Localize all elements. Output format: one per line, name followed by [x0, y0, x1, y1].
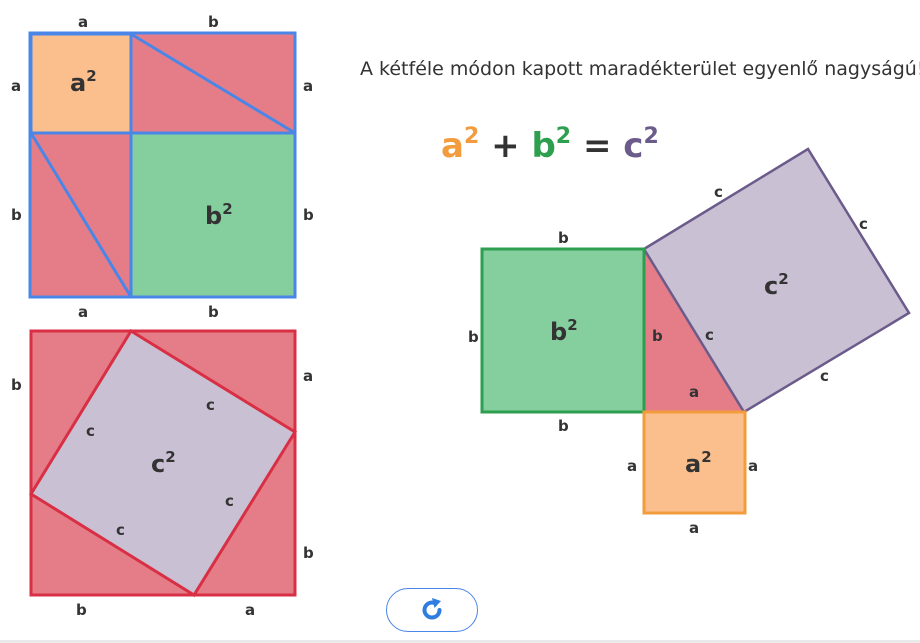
left-edge-label-b: b — [11, 206, 22, 224]
bottom-bottom-edge-label-b: b — [76, 601, 87, 619]
formula-b-term: b2 — [531, 124, 572, 166]
pythagorean-figure: c2 b2 a2 c c c c b a b b b a a a — [468, 147, 911, 537]
inner-edge-label-c-2: c — [86, 422, 95, 440]
top-square-frame — [28, 31, 297, 299]
figure-a-square — [642, 410, 747, 515]
top-edge-label-a: a — [78, 13, 88, 31]
figure-a-squared-label: a2 — [685, 448, 712, 478]
hypotenuse-label-c: c — [705, 326, 714, 344]
figure-b-square — [480, 247, 646, 414]
pythagorean-formula: a2 + b2 = c2 — [441, 124, 659, 166]
c-square-edge-label-2: c — [859, 215, 868, 233]
bottom-right-edge-label-a: a — [303, 367, 313, 385]
triangle-leg-label-a: a — [689, 383, 699, 401]
left-edge-label-a: a — [11, 77, 21, 95]
top-a-square — [29, 32, 133, 135]
formula-a-term: a2 — [441, 124, 480, 166]
triangle-leg-label-b: b — [652, 327, 663, 345]
top-b-square — [129, 131, 297, 299]
c-square-edge-label-3: c — [820, 367, 829, 385]
formula-equals: = — [582, 126, 612, 166]
top-diagonal-upper — [130, 32, 296, 135]
a-square-bottom-label: a — [689, 519, 699, 537]
bottom-c-squared-label: c2 — [151, 448, 176, 478]
inner-edge-label-c-3: c — [225, 492, 234, 510]
top-edge-label-b: b — [208, 13, 219, 31]
reset-button[interactable] — [386, 588, 478, 632]
formula-c-term: c2 — [623, 124, 659, 166]
c-square-edge-label-1: c — [714, 183, 723, 201]
bottom-square-frame — [29, 329, 297, 597]
refresh-icon — [422, 598, 442, 620]
a-square-right-label: a — [748, 457, 758, 475]
caption-text: A kétféle módon kapott maradékterület eg… — [360, 58, 920, 80]
b-square-bottom-label: b — [558, 417, 569, 435]
right-edge-label-a: a — [303, 77, 313, 95]
bottom-bottom-edge-label-a: a — [245, 601, 255, 619]
formula-plus: + — [491, 126, 520, 166]
bottom-left-square: c2 c c c c b a b b a — [11, 328, 314, 619]
top-b-squared-label: b2 — [205, 200, 233, 230]
bottom-edge-label-a: a — [78, 303, 88, 321]
figure-b-squared-label: b2 — [550, 316, 578, 346]
figure-c-square — [642, 147, 911, 414]
bottom-edge-label-b: b — [208, 303, 219, 321]
b-square-left-label: b — [468, 328, 479, 346]
bottom-left-edge-label-b: b — [11, 376, 22, 394]
b-square-top-label: b — [558, 229, 569, 247]
inner-edge-label-c-4: c — [116, 521, 125, 539]
bottom-right-edge-label-b: b — [303, 544, 314, 562]
top-diagonal-lower — [29, 132, 133, 298]
bottom-divider — [0, 640, 920, 643]
inner-edge-label-c-1: c — [206, 396, 215, 414]
a-square-left-label: a — [627, 457, 637, 475]
right-edge-label-b: b — [303, 206, 314, 224]
top-left-square: a2 b2 a b a b a b a b — [11, 13, 314, 321]
top-a-squared-label: a2 — [70, 67, 97, 97]
figure-c-squared-label: c2 — [764, 270, 789, 300]
